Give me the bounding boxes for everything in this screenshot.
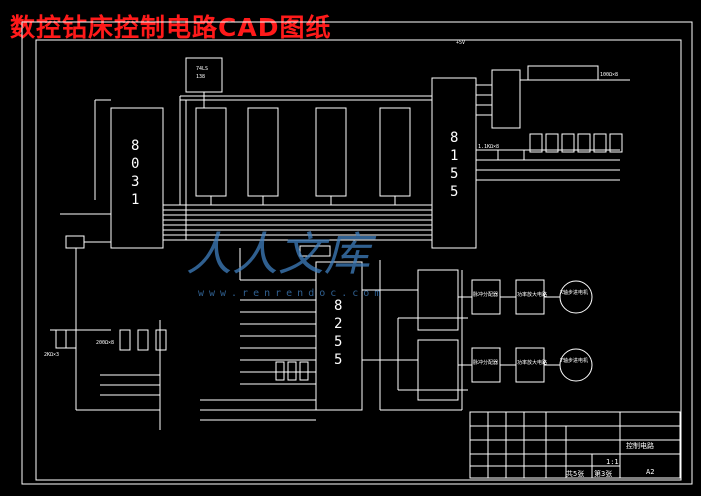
cpu-digit-3: 3 <box>131 174 139 190</box>
pulse-1-label: 脉冲分配器 <box>473 291 498 298</box>
watermark-url: www.renrendoc.com <box>198 288 385 299</box>
cpu-digit-1: 8 <box>131 138 139 154</box>
resistor-pack2-label: 1.1KΩ×8 <box>478 144 499 150</box>
watermark: 人人文库 www.renrendoc.com <box>186 227 385 299</box>
ppi-b-digit-2: 2 <box>334 316 342 332</box>
ppi-8155-box <box>431 77 477 249</box>
decoder-label-1: 74LS <box>196 66 208 72</box>
motor-x-label: X轴步进电机 <box>560 289 588 296</box>
ppi-a-digit-4: 5 <box>450 184 458 200</box>
resistor-3-label: 2KΩ×3 <box>44 352 59 358</box>
outer-frame <box>21 21 693 485</box>
inner-frame <box>35 39 682 481</box>
title-block-sheets: 共5张 <box>566 469 584 478</box>
ppi-a-digit-3: 5 <box>450 166 458 182</box>
driver-1-label: 功率放大电路 <box>517 291 547 298</box>
cpu-digit-2: 0 <box>131 156 139 172</box>
resistor-8-label: 200Ω×8 <box>96 340 114 346</box>
watermark-brand: 人人文库 <box>186 227 377 281</box>
driver-2-label: 功率放大电路 <box>517 359 547 366</box>
vcc-label: +5V <box>456 40 465 46</box>
title-block-sheet: 第3张 <box>594 469 612 478</box>
ppi-b-digit-4: 5 <box>334 352 342 368</box>
motor-y-label: Y轴步进电机 <box>560 357 588 364</box>
pulse-2-label: 脉冲分配器 <box>473 359 498 366</box>
ppi-b-digit-1: 8 <box>334 298 342 314</box>
title-block-name: 控制电路 <box>626 441 654 450</box>
cpu-digit-4: 1 <box>131 192 139 208</box>
bus-lines <box>163 95 432 241</box>
decoder-label-2: 138 <box>196 74 205 80</box>
title-block-paper: A2 <box>646 468 654 476</box>
ppi-a-digit-2: 1 <box>450 148 458 164</box>
title-block <box>469 411 681 479</box>
cpu-8031-label: 8 0 3 1 <box>131 138 139 208</box>
ppi-8255-label: 8 2 5 5 <box>334 298 342 368</box>
ppi-a-digit-1: 8 <box>450 130 458 146</box>
ppi-b-digit-3: 5 <box>334 334 342 350</box>
title-block-scale: 1:1 <box>606 458 619 466</box>
cpu-8031-box <box>110 107 164 249</box>
ppi-8155-label: 8 1 5 5 <box>450 130 458 200</box>
drawing-title: 数控钻床控制电路CAD图纸 <box>10 13 332 42</box>
resistor-pack-label: 100Ω×8 <box>600 72 618 78</box>
